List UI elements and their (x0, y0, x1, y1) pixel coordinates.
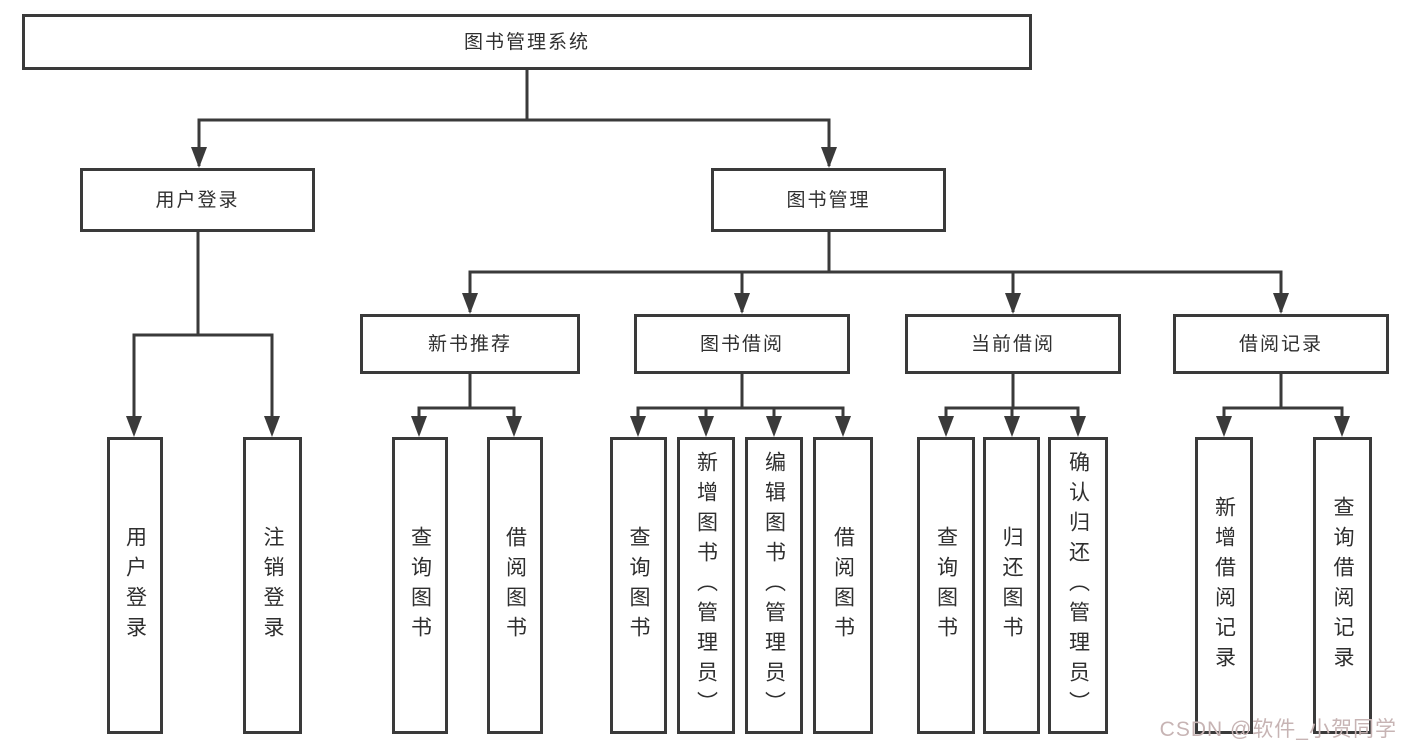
arrowhead-icon (264, 416, 280, 437)
arrowhead-icon (411, 416, 427, 437)
arrowhead-icon (191, 147, 207, 168)
arrowhead-icon (821, 147, 837, 168)
node-user-login: 用户登录 (80, 168, 315, 232)
arrowhead-icon (835, 416, 851, 437)
arrowhead-icon (734, 293, 750, 314)
node-book-management: 图书管理 (711, 168, 946, 232)
leaf-user-login: 用户登录 (107, 437, 163, 734)
leaf-current-return-books: 归还图书 (983, 437, 1040, 734)
node-library-system: 图书管理系统 (22, 14, 1032, 70)
arrowhead-icon (630, 416, 646, 437)
leaf-current-query-books: 查询图书 (917, 437, 975, 734)
leaf-borrow-borrow-books: 借阅图书 (813, 437, 873, 734)
node-book-borrow: 图书借阅 (634, 314, 850, 374)
leaf-records-add-record: 新增借阅记录 (1195, 437, 1253, 734)
arrowhead-icon (126, 416, 142, 437)
leaf-borrow-edit-books-admin: 编辑图书（管理员） (745, 437, 803, 734)
leaf-logout: 注销登录 (243, 437, 302, 734)
leaf-recommend-query-books: 查询图书 (392, 437, 448, 734)
arrowhead-icon (1004, 416, 1020, 437)
leaf-recommend-borrow-books: 借阅图书 (487, 437, 543, 734)
arrowhead-icon (1070, 416, 1086, 437)
arrowhead-icon (462, 293, 478, 314)
leaf-current-confirm-return-admin: 确认归还（管理员） (1048, 437, 1108, 734)
node-current-borrow: 当前借阅 (905, 314, 1121, 374)
arrowhead-icon (1334, 416, 1350, 437)
watermark: CSDN @软件_小贺同学 (1159, 718, 1397, 741)
leaf-borrow-query-books: 查询图书 (610, 437, 667, 734)
arrowhead-icon (1216, 416, 1232, 437)
arrowhead-icon (1005, 293, 1021, 314)
arrowhead-icon (766, 416, 782, 437)
node-borrow-records: 借阅记录 (1173, 314, 1389, 374)
node-new-book-recommend: 新书推荐 (360, 314, 580, 374)
leaf-records-query-record: 查询借阅记录 (1313, 437, 1372, 734)
leaf-borrow-add-books-admin: 新增图书（管理员） (677, 437, 735, 734)
arrowhead-icon (698, 416, 714, 437)
arrowhead-icon (1273, 293, 1289, 314)
arrowhead-icon (506, 416, 522, 437)
arrowhead-icon (938, 416, 954, 437)
